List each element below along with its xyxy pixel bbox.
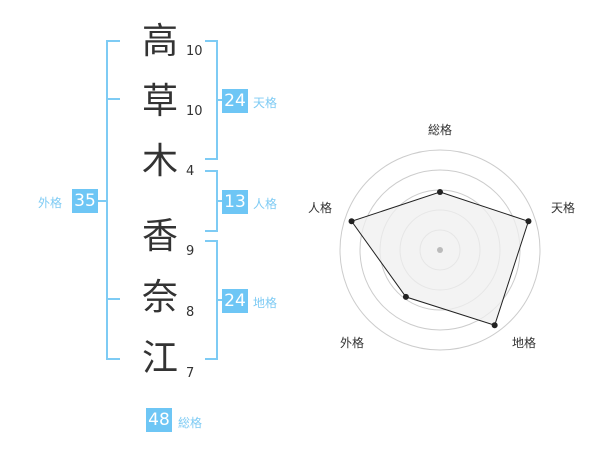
radar-point-2 xyxy=(525,218,532,225)
radar-label-chikaku: 地格 xyxy=(512,335,536,350)
name-char-3: 木 xyxy=(141,141,178,182)
stroke-count-5: 8 xyxy=(186,305,195,320)
soukaku-label: 総格 xyxy=(178,416,203,430)
tenkaku-label: 天格 xyxy=(253,96,278,110)
radar-center xyxy=(437,247,443,253)
radar-shape xyxy=(350,191,530,326)
radar-label-soukaku: 総格 xyxy=(428,122,452,137)
chikaku-label: 地格 xyxy=(253,296,278,310)
bracket-tick xyxy=(106,298,120,300)
bracket-tick xyxy=(92,200,106,202)
bracket-tick xyxy=(106,98,120,100)
radar-point-1 xyxy=(437,189,443,195)
radar-label-jinkaku: 人格 xyxy=(308,200,332,215)
radar-ring xyxy=(339,149,541,351)
gaikaku-bracket xyxy=(106,40,120,360)
gaikaku-badge: 35 xyxy=(72,189,98,213)
name-char-2: 草 xyxy=(141,81,178,122)
soukaku-badge: 48 xyxy=(146,408,172,432)
radar-points xyxy=(348,189,532,329)
jinkaku-badge: 13 xyxy=(222,190,248,214)
stroke-count-4: 9 xyxy=(186,244,195,259)
tenkaku-badge: 24 xyxy=(222,89,248,113)
stroke-count-6: 7 xyxy=(186,366,195,381)
bracket-tick xyxy=(217,99,223,101)
chikaku-badge: 24 xyxy=(222,289,248,313)
radar-point-4 xyxy=(402,293,409,300)
gaikaku-label: 外格 xyxy=(38,196,63,210)
name-char-1: 高 xyxy=(141,21,178,62)
stroke-count-1: 10 xyxy=(186,44,203,59)
radar-label-tenkaku: 天格 xyxy=(551,200,575,215)
name-char-6: 江 xyxy=(141,338,178,379)
bracket-tick xyxy=(217,299,223,301)
bracket-tick xyxy=(217,200,223,202)
radar-label-gaikaku: 外格 xyxy=(340,335,364,350)
radar-point-3 xyxy=(491,322,498,329)
stroke-count-3: 4 xyxy=(186,164,195,179)
name-char-4: 香 xyxy=(141,216,178,257)
radar-point-5 xyxy=(348,218,355,225)
radar-ring xyxy=(359,169,521,331)
name-char-5: 奈 xyxy=(141,277,178,318)
jinkaku-label: 人格 xyxy=(253,197,278,211)
stroke-count-2: 10 xyxy=(186,104,203,119)
